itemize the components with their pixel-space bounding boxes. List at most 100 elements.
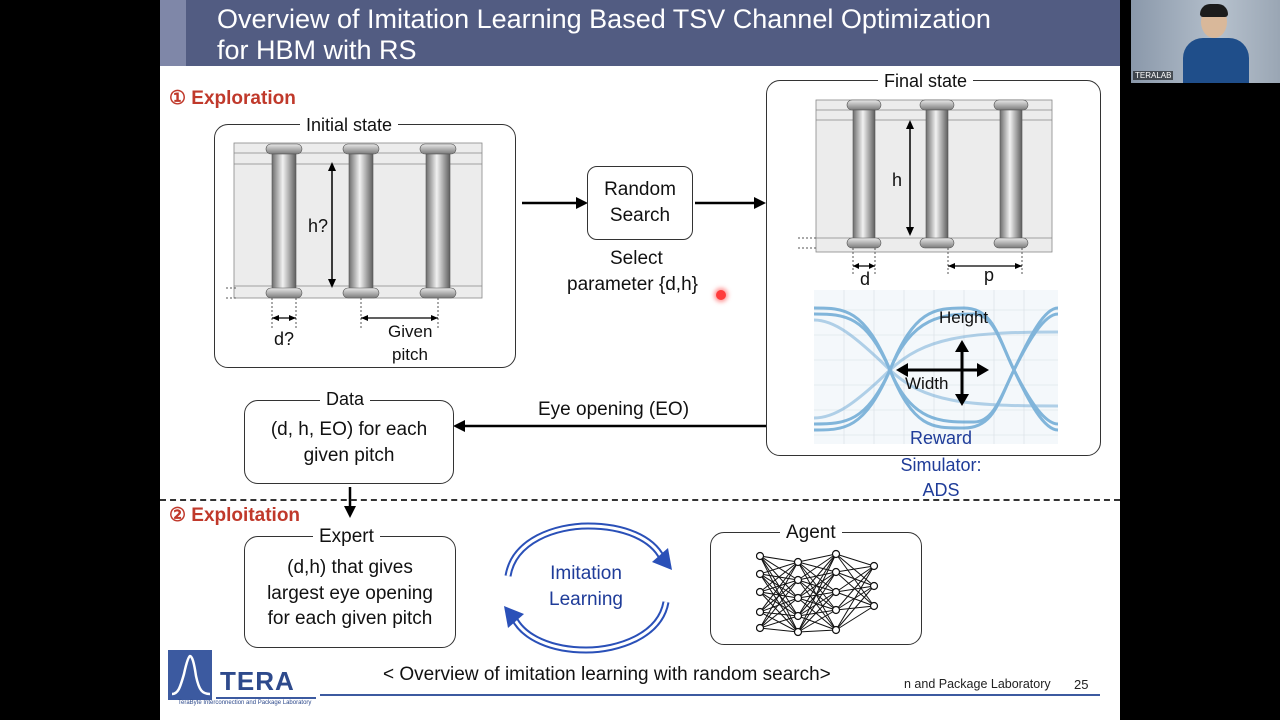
nn-edge xyxy=(759,579,799,593)
nn-edge xyxy=(759,597,799,629)
section-divider xyxy=(160,499,1120,501)
nn-node xyxy=(831,549,841,559)
eye-diagram xyxy=(814,290,1058,444)
nn-node xyxy=(756,551,765,561)
eye-opening-arrow xyxy=(453,420,766,432)
neural-network-icon xyxy=(756,549,879,637)
tera-logo xyxy=(168,650,316,700)
nn-edge xyxy=(797,591,837,633)
webcam-thumbnail: TERALAB xyxy=(1131,0,1280,83)
p-label: p xyxy=(984,265,995,285)
arrow-to-random-search xyxy=(522,197,588,209)
logo-text: TERA xyxy=(220,666,295,696)
expert-box xyxy=(244,536,456,648)
nn-edge xyxy=(759,591,799,633)
nn-edge xyxy=(759,615,799,629)
figure-caption: < Overview of imitation learning with ra… xyxy=(383,664,831,685)
nn-node xyxy=(793,627,803,637)
eye-opening-label: Eye opening (EO) xyxy=(538,399,690,420)
simulator-label: Simulator: xyxy=(900,455,982,475)
learning-label: Learning xyxy=(549,589,623,610)
data-box xyxy=(244,400,454,484)
nn-node xyxy=(869,581,879,591)
nn-edge xyxy=(759,611,799,617)
nn-edge xyxy=(797,629,837,633)
h-unknown-label: h? xyxy=(308,216,329,236)
data-title: Data xyxy=(320,389,371,410)
nn-edge xyxy=(759,561,799,629)
nn-edge xyxy=(759,561,799,575)
initial-tsv-diagram xyxy=(226,142,483,328)
nn-edge xyxy=(797,591,837,599)
nn-edge xyxy=(797,553,837,617)
nn-node xyxy=(831,605,841,615)
search-label: Search xyxy=(609,205,671,226)
nn-edge xyxy=(797,591,837,617)
slide: Overview of Imitation Learning Based TSV… xyxy=(160,0,1120,720)
footer-line xyxy=(320,694,1100,696)
nn-edge xyxy=(797,579,837,593)
nn-edge xyxy=(835,565,875,573)
parameter-label: parameter {d,h} xyxy=(567,274,698,295)
nn-edge xyxy=(759,561,799,593)
nn-edge xyxy=(835,585,875,593)
reward-label: Reward xyxy=(909,428,973,448)
pitch-label: pitch xyxy=(392,345,428,364)
random-label: Random xyxy=(604,179,676,200)
final-tsv-diagram xyxy=(798,99,1053,276)
nn-edge xyxy=(835,553,875,587)
nn-edge xyxy=(835,585,875,631)
nn-edge xyxy=(759,561,799,613)
nn-node xyxy=(793,593,803,603)
arrow-to-final-state xyxy=(695,197,766,209)
nn-node xyxy=(756,587,765,597)
nn-node xyxy=(756,623,765,633)
exploitation-heading: ② Exploitation xyxy=(169,505,301,526)
page-number: 25 xyxy=(1074,677,1089,692)
arrow-to-expert xyxy=(344,487,356,518)
nn-edge xyxy=(797,609,837,633)
nn-edge xyxy=(835,565,875,611)
nn-edge xyxy=(759,555,799,563)
nn-edge xyxy=(797,597,837,631)
footer-lab-name: n and Package Laboratory xyxy=(904,677,1051,691)
laser-pointer xyxy=(716,290,726,300)
data-line-1: (d, h, EO) for each xyxy=(270,419,428,440)
nn-edge xyxy=(835,553,875,607)
nn-edge xyxy=(797,561,837,631)
logo-subtitle: TeraByte Interconnection and Package Lab… xyxy=(178,700,312,706)
title-accent xyxy=(160,0,186,66)
nn-node xyxy=(869,601,879,611)
imitation-label: Imitation xyxy=(550,563,622,584)
expert-line-3: for each given pitch xyxy=(267,608,433,629)
nn-edge xyxy=(759,627,799,633)
nn-edge xyxy=(797,609,837,617)
nn-edge xyxy=(835,591,875,607)
nn-edge xyxy=(835,553,875,567)
final-state-label: Final state xyxy=(878,71,974,92)
webcam-label: TERALAB xyxy=(1133,71,1174,80)
agent-title: Agent xyxy=(780,522,842,544)
initial-state-label: Initial state xyxy=(300,115,399,136)
nn-node xyxy=(756,607,765,617)
nn-node xyxy=(831,567,841,577)
ads-label: ADS xyxy=(922,480,960,500)
given-label: Given xyxy=(388,322,433,341)
nn-edge xyxy=(797,553,837,581)
presenter-hair xyxy=(1200,4,1228,17)
title-line-1: Overview of Imitation Learning Based TSV… xyxy=(217,4,991,34)
title-bar: Overview of Imitation Learning Based TSV… xyxy=(160,0,1120,66)
nn-edge xyxy=(835,565,875,593)
nn-edge xyxy=(797,553,837,563)
nn-node xyxy=(869,561,879,571)
expert-line-1: (d,h) that gives xyxy=(287,557,413,578)
d-label: d xyxy=(860,269,871,289)
height-label: Height xyxy=(939,308,989,327)
nn-node xyxy=(793,575,803,585)
width-label: Width xyxy=(905,374,949,393)
title-line-2: for HBM with RS xyxy=(217,35,417,65)
nn-edge xyxy=(797,579,837,631)
presenter-body xyxy=(1183,38,1249,83)
nn-edge xyxy=(797,553,837,599)
expert-line-2: largest eye opening xyxy=(267,583,433,604)
